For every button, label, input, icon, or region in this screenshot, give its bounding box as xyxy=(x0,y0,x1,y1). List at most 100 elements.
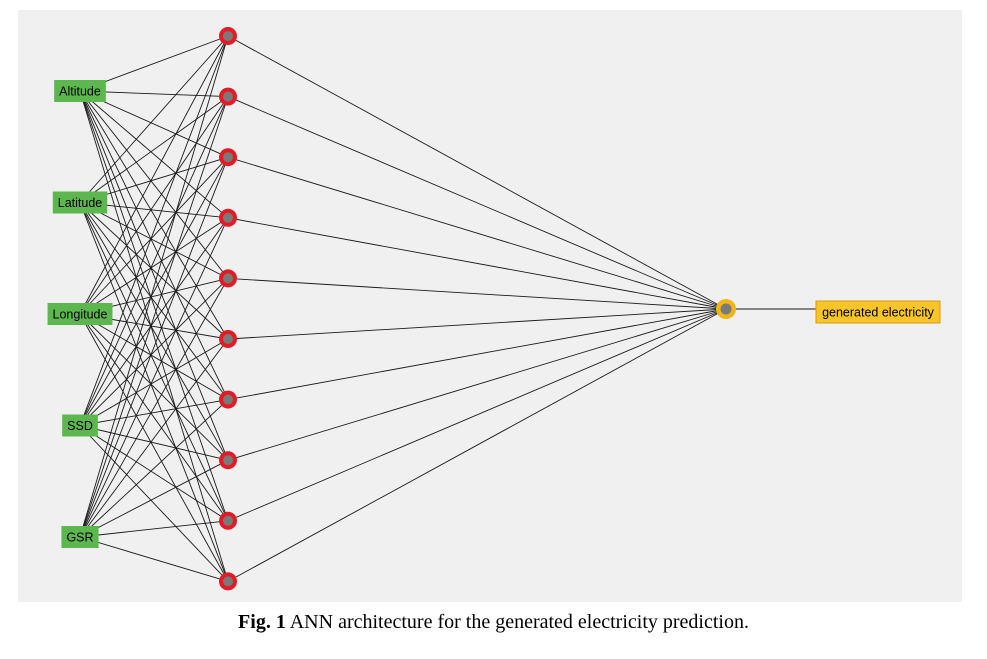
connection-input-3-hidden-8 xyxy=(79,313,229,461)
hidden-neuron-10 xyxy=(219,572,237,591)
connection-input-5-hidden-8 xyxy=(79,459,229,538)
figure-caption: Fig. 1 ANN architecture for the generate… xyxy=(0,611,987,634)
connection-input-5-hidden-2 xyxy=(79,96,229,538)
input-node-box xyxy=(54,80,106,102)
caption-figure-number: Fig. 1 xyxy=(238,611,286,633)
connection-hidden-10-output xyxy=(227,308,727,582)
connection-input-1-hidden-10 xyxy=(79,90,229,582)
connection-input-4-hidden-4 xyxy=(79,217,229,426)
input-node-ssd: SSD xyxy=(62,414,98,437)
input-node-box xyxy=(52,191,108,214)
input-node-latitude: Latitude xyxy=(52,191,108,214)
input-node-label: Latitude xyxy=(58,196,103,210)
connection-input-4-hidden-3 xyxy=(79,156,229,426)
hidden-neuron-core xyxy=(223,455,233,466)
connection-input-2-hidden-1 xyxy=(79,35,229,203)
connection-input-4-hidden-2 xyxy=(79,96,229,426)
hidden-neuron-6 xyxy=(219,330,237,348)
connection-hidden-4-output xyxy=(227,217,727,310)
input-node-altitude: Altitude xyxy=(54,80,106,102)
output-node-label: generated electricity xyxy=(822,306,935,320)
hidden-neuron-2 xyxy=(219,87,237,106)
connection-input-5-hidden-5 xyxy=(79,278,229,538)
connection-input-1-hidden-5 xyxy=(79,90,229,279)
connection-hidden-7-output xyxy=(227,308,727,401)
input-node-box xyxy=(61,526,99,548)
output-node-generated-electricity: generated electricity xyxy=(815,300,941,324)
connection-input-3-hidden-1 xyxy=(79,35,229,315)
connection-hidden-3-output xyxy=(227,156,727,310)
connection-input-4-hidden-6 xyxy=(79,338,229,426)
connection-input-3-hidden-9 xyxy=(79,313,229,522)
connection-input-1-hidden-8 xyxy=(79,90,229,461)
input-node-label: GSR xyxy=(66,531,93,545)
hidden-neuron-9 xyxy=(219,511,237,530)
connection-input-3-hidden-4 xyxy=(79,217,229,315)
connection-input-5-hidden-3 xyxy=(79,157,229,538)
connection-input-3-hidden-7 xyxy=(79,313,229,400)
connection-input-4-hidden-8 xyxy=(79,425,229,461)
connection-hidden-8-output xyxy=(227,308,727,461)
connection-input-1-hidden-7 xyxy=(79,90,229,400)
connection-input-5-hidden-9 xyxy=(79,520,229,538)
connection-input-5-hidden-6 xyxy=(79,338,229,538)
connection-input-2-hidden-9 xyxy=(79,202,229,521)
connection-input-4-hidden-9 xyxy=(79,425,229,522)
connection-input-4-hidden-7 xyxy=(79,399,229,426)
connection-input-5-hidden-4 xyxy=(79,217,229,538)
diagram-canvas xyxy=(18,10,962,602)
input-node-longitude: Longitude xyxy=(47,303,113,325)
caption-text: ANN architecture for the generated elect… xyxy=(289,611,749,633)
output-neuron xyxy=(716,299,736,319)
hidden-neuron-core xyxy=(223,31,233,41)
connection-hidden-6-output xyxy=(227,308,727,340)
input-node-gsr: GSR xyxy=(61,526,99,548)
hidden-neuron-core xyxy=(223,273,233,284)
connection-input-5-hidden-1 xyxy=(79,35,229,538)
hidden-neuron-5 xyxy=(219,269,237,288)
hidden-neuron-core xyxy=(223,334,233,344)
connection-input-2-hidden-7 xyxy=(79,202,229,400)
connection-hidden-1-output xyxy=(227,35,727,310)
connection-input-1-hidden-9 xyxy=(79,90,229,521)
connection-input-4-hidden-1 xyxy=(79,35,229,426)
input-node-label: Longitude xyxy=(53,308,108,322)
input-node-label: SSD xyxy=(67,419,93,433)
connection-input-5-hidden-7 xyxy=(79,399,229,538)
connection-hidden-9-output xyxy=(227,308,727,522)
connection-hidden-5-output xyxy=(227,277,727,310)
connection-input-3-hidden-10 xyxy=(79,313,229,582)
connection-input-1-hidden-6 xyxy=(79,90,229,340)
hidden-neuron-4 xyxy=(219,208,237,227)
connection-input-2-hidden-5 xyxy=(79,202,229,279)
connection-hidden-2-output xyxy=(227,96,727,310)
connection-input-4-hidden-10 xyxy=(79,425,229,582)
input-node-box xyxy=(62,414,98,437)
connections-layer xyxy=(79,35,816,582)
hidden-neuron-core xyxy=(223,152,233,163)
connection-input-2-hidden-8 xyxy=(79,202,229,461)
connection-input-3-hidden-2 xyxy=(79,96,229,315)
hidden-neuron-7 xyxy=(219,390,237,409)
connection-input-5-hidden-10 xyxy=(79,536,229,582)
hidden-neuron-8 xyxy=(219,451,237,470)
connection-input-1-hidden-4 xyxy=(79,90,229,219)
connection-input-1-hidden-3 xyxy=(79,90,229,158)
hidden-neuron-core xyxy=(223,576,233,587)
hidden-neuron-core xyxy=(223,394,233,405)
connection-input-2-hidden-10 xyxy=(79,202,229,582)
hidden-neuron-core xyxy=(223,212,233,223)
connection-input-2-hidden-2 xyxy=(79,96,229,203)
connection-input-3-hidden-3 xyxy=(79,156,229,315)
input-node-label: Altitude xyxy=(59,85,101,99)
hidden-neuron-core xyxy=(223,91,233,102)
connection-input-2-hidden-6 xyxy=(79,202,229,340)
hidden-neuron-1 xyxy=(219,27,237,45)
input-node-box xyxy=(47,303,113,325)
output-node-box xyxy=(815,300,941,324)
output-neuron-core xyxy=(720,303,732,315)
hidden-neuron-3 xyxy=(219,148,237,167)
connection-input-4-hidden-5 xyxy=(79,278,229,426)
